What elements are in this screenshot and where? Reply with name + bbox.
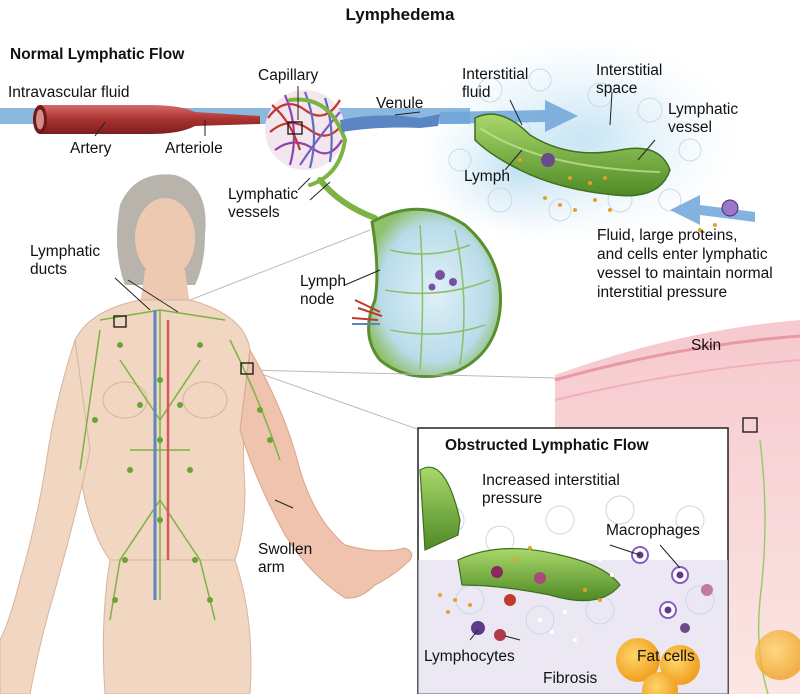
label-intravascular-fluid: Intravascular fluid (8, 84, 130, 101)
label-lymphatic-ducts-line2: ducts (30, 261, 68, 278)
obstructed-flow-heading: Obstructed Lymphatic Flow (445, 437, 649, 454)
label-skin: Skin (691, 337, 722, 354)
label-macrophages: Macrophages (606, 522, 700, 539)
label-swollen-arm-line1: Swollen (258, 541, 313, 558)
label-fibrosis: Fibrosis (543, 670, 598, 687)
label-lymphocytes: Lymphocytes (424, 648, 515, 665)
label-lymphatic-vessels-line2: vessels (228, 204, 280, 221)
zoom-lines (189, 229, 556, 431)
label-swollen-arm: Swollen arm (258, 541, 312, 577)
lymphatic-vessel-normal (474, 113, 739, 232)
label-lymph-node: Lymph node (300, 273, 346, 309)
label-lymph-node-line1: Lymph (300, 273, 346, 290)
capillary-bed (265, 90, 348, 187)
label-interstitial-space-line1: Interstitial (596, 62, 663, 79)
label-lymphatic-vessel-line2: vessel (668, 119, 712, 136)
label-capillary: Capillary (258, 67, 319, 84)
label-arteriole: Arteriole (165, 140, 223, 157)
label-increased-pressure-line1: Increased interstitial (482, 472, 620, 489)
label-interstitial-fluid: Interstitial fluid (462, 66, 528, 102)
label-venule: Venule (376, 95, 424, 112)
label-lymph-node-line2: node (300, 291, 335, 308)
fluid-note-line2: and cells enter lymphatic (597, 246, 768, 263)
label-lymphatic-vessels-line1: Lymphatic (228, 186, 299, 203)
leader-lines (94, 86, 681, 641)
fluid-note-line4: interstitial pressure (597, 284, 728, 301)
label-interstitial-space-line2: space (596, 80, 638, 97)
label-increased-pressure: Increased interstitial pressure (482, 472, 620, 508)
lymph-node (351, 207, 503, 378)
fluid-note-line3: vessel to maintain normal (597, 265, 773, 282)
lymphatic-vessel-to-node (317, 177, 378, 221)
label-lymphatic-ducts: Lymphatic ducts (30, 243, 100, 279)
fluid-note-line1: Fluid, large proteins, (597, 227, 738, 244)
label-fat-cells: Fat cells (637, 648, 695, 665)
label-swollen-arm-line2: arm (258, 559, 285, 576)
label-lymph: Lymph (464, 168, 510, 185)
label-interstitial-fluid-line1: Interstitial (462, 66, 529, 83)
label-interstitial-space: Interstitial space (596, 62, 662, 98)
label-interstitial-fluid-line2: fluid (462, 84, 491, 101)
normal-flow-heading: Normal Lymphatic Flow (10, 46, 185, 63)
label-lymphatic-vessel: Lymphatic vessel (668, 101, 738, 137)
label-increased-pressure-line2: pressure (482, 490, 543, 507)
label-artery: Artery (70, 140, 112, 157)
flow-arrows (440, 100, 755, 225)
label-lymphatic-ducts-line1: Lymphatic (30, 243, 101, 260)
label-fluid-note: Fluid, large proteins, and cells enter l… (597, 226, 773, 302)
venule (340, 114, 440, 132)
human-figure (0, 174, 413, 694)
label-lymphatic-vessel-line1: Lymphatic (668, 101, 739, 118)
diagram-title: Lymphedema (345, 5, 455, 24)
obstructed-inset (417, 427, 729, 694)
artery (33, 105, 260, 134)
label-lymphatic-vessels: Lymphatic vessels (228, 186, 298, 222)
